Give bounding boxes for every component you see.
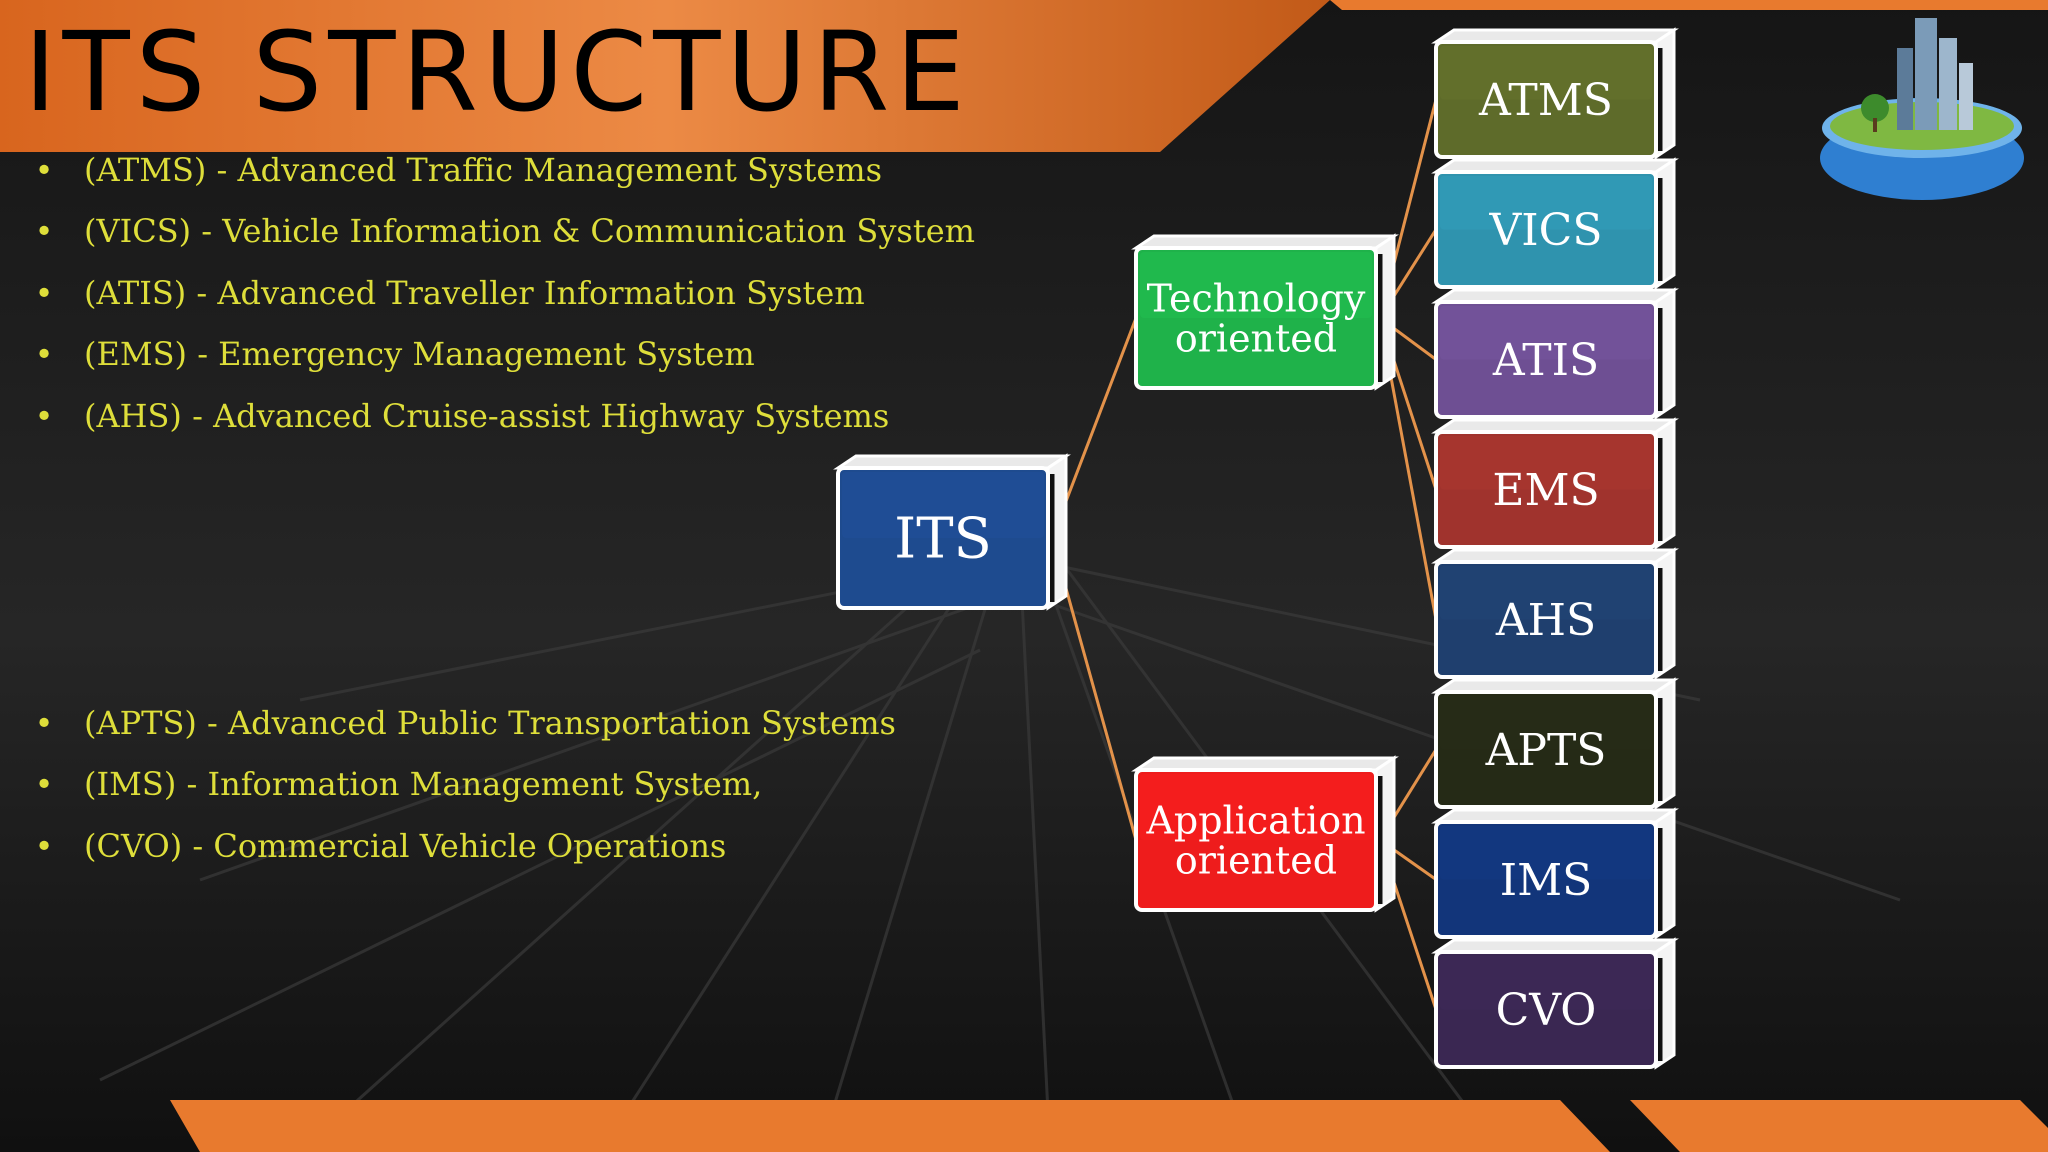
app-oriented-box-label: oriented <box>1175 838 1337 882</box>
list-item-text: (EMS) - Emergency Management System <box>84 335 755 374</box>
leaf-box-atms: ATMS <box>1431 27 1679 160</box>
leaf-box-ims: IMS <box>1431 807 1679 940</box>
its-root-box-label: ITS <box>894 507 992 572</box>
leaf-box-atis-face <box>1434 300 1658 419</box>
list-item-text: (IMS) - Information Management System, <box>84 765 763 804</box>
list-item-text: (VICS) - Vehicle Information & Communica… <box>84 212 975 251</box>
tech-oriented-box-label: Technology <box>1147 276 1366 320</box>
leaf-box-atis-highlight <box>1440 306 1652 360</box>
leaf-box-atms-face <box>1434 40 1658 159</box>
bullet-icon: • <box>34 335 54 374</box>
bullet-icon: • <box>34 396 54 435</box>
leaf-box-ems: EMS <box>1431 417 1679 550</box>
leaf-box-ems-label: EMS <box>1492 465 1599 516</box>
list-item: • (VICS) - Vehicle Information & Communic… <box>34 201 975 262</box>
tech-oriented-box-face <box>1134 246 1378 390</box>
bullet-icon: • <box>34 212 54 251</box>
its-root-box-face <box>836 466 1050 610</box>
list-item: • (ATMS) - Advanced Traffic Management Sy… <box>34 140 975 201</box>
leaf-box-atis: ATIS <box>1431 287 1679 420</box>
leaf-box-cvo-label: CVO <box>1496 985 1597 1036</box>
list-item-text: (CVO) - Commercial Vehicle Operations <box>84 826 727 865</box>
leaf-box-ahs-highlight <box>1440 566 1652 620</box>
tech-oriented-box-label: oriented <box>1175 316 1337 360</box>
leaf-box-ahs-label: AHS <box>1495 595 1596 646</box>
list-item: • (ATIS) - Advanced Traveller Information… <box>34 263 975 324</box>
list-item: • (APTS) - Advanced Public Transportation… <box>34 693 896 754</box>
app-oriented-box-face <box>1134 768 1378 912</box>
list-item-text: (ATIS) - Advanced Traveller Information … <box>84 273 865 312</box>
bullet-icon: • <box>34 273 54 312</box>
leaf-box-apts: APTS <box>1431 677 1679 810</box>
leaf-box-ahs-face <box>1434 560 1658 679</box>
leaf-box-ims-face <box>1434 820 1658 939</box>
list-item: • (AHS) - Advanced Cruise-assist Highway … <box>34 386 975 447</box>
list-item: • (IMS) - Information Management System, <box>34 754 896 815</box>
list-item-text: (AHS) - Advanced Cruise-assist Highway S… <box>84 396 890 435</box>
application-bullet-list: • (APTS) - Advanced Public Transportation… <box>34 693 896 877</box>
leaf-box-ems-face <box>1434 430 1658 549</box>
page-title: ITS STRUCTURE <box>24 8 971 136</box>
bullet-icon: • <box>34 151 54 189</box>
leaf-box-ims-label: IMS <box>1500 855 1593 906</box>
list-item-text: (ATMS) - Advanced Traffic Management Sys… <box>84 151 883 189</box>
bullet-icon: • <box>34 704 54 742</box>
tech-oriented-box-highlight <box>1140 252 1372 318</box>
leaf-box-atms-label: ATMS <box>1478 75 1613 126</box>
leaf-box-apts-highlight <box>1440 696 1652 750</box>
app-oriented-box-label: Application <box>1145 798 1365 842</box>
leaf-box-cvo: CVO <box>1431 937 1679 1070</box>
list-item-text: (APTS) - Advanced Public Transportation … <box>84 704 896 742</box>
leaf-box-ems-highlight <box>1440 436 1652 490</box>
its-root-box: ITS <box>833 453 1071 611</box>
leaf-box-ahs: AHS <box>1431 547 1679 680</box>
bullet-icon: • <box>34 826 54 865</box>
technology-bullet-list: • (ATMS) - Advanced Traffic Management Sy… <box>34 140 975 447</box>
leaf-box-atis-label: ATIS <box>1492 335 1599 386</box>
bullet-icon: • <box>34 765 54 804</box>
leaf-box-apts-face <box>1434 690 1658 809</box>
list-item: • (EMS) - Emergency Management System <box>34 324 975 385</box>
leaf-box-vics: VICS <box>1431 157 1679 290</box>
leaf-box-vics-highlight <box>1440 176 1652 230</box>
leaf-box-atms-highlight <box>1440 46 1652 100</box>
leaf-box-cvo-highlight <box>1440 956 1652 1010</box>
its-root-box-highlight <box>842 472 1044 538</box>
leaf-box-apts-label: APTS <box>1485 725 1607 776</box>
leaf-box-vics-label: VICS <box>1489 205 1603 256</box>
leaf-box-vics-face <box>1434 170 1658 289</box>
city-globe-icon <box>1820 18 2024 200</box>
list-item: • (CVO) - Commercial Vehicle Operations <box>34 816 896 877</box>
leaf-box-ims-highlight <box>1440 826 1652 880</box>
leaf-box-cvo-face <box>1434 950 1658 1069</box>
app-oriented-box-highlight <box>1140 774 1372 840</box>
